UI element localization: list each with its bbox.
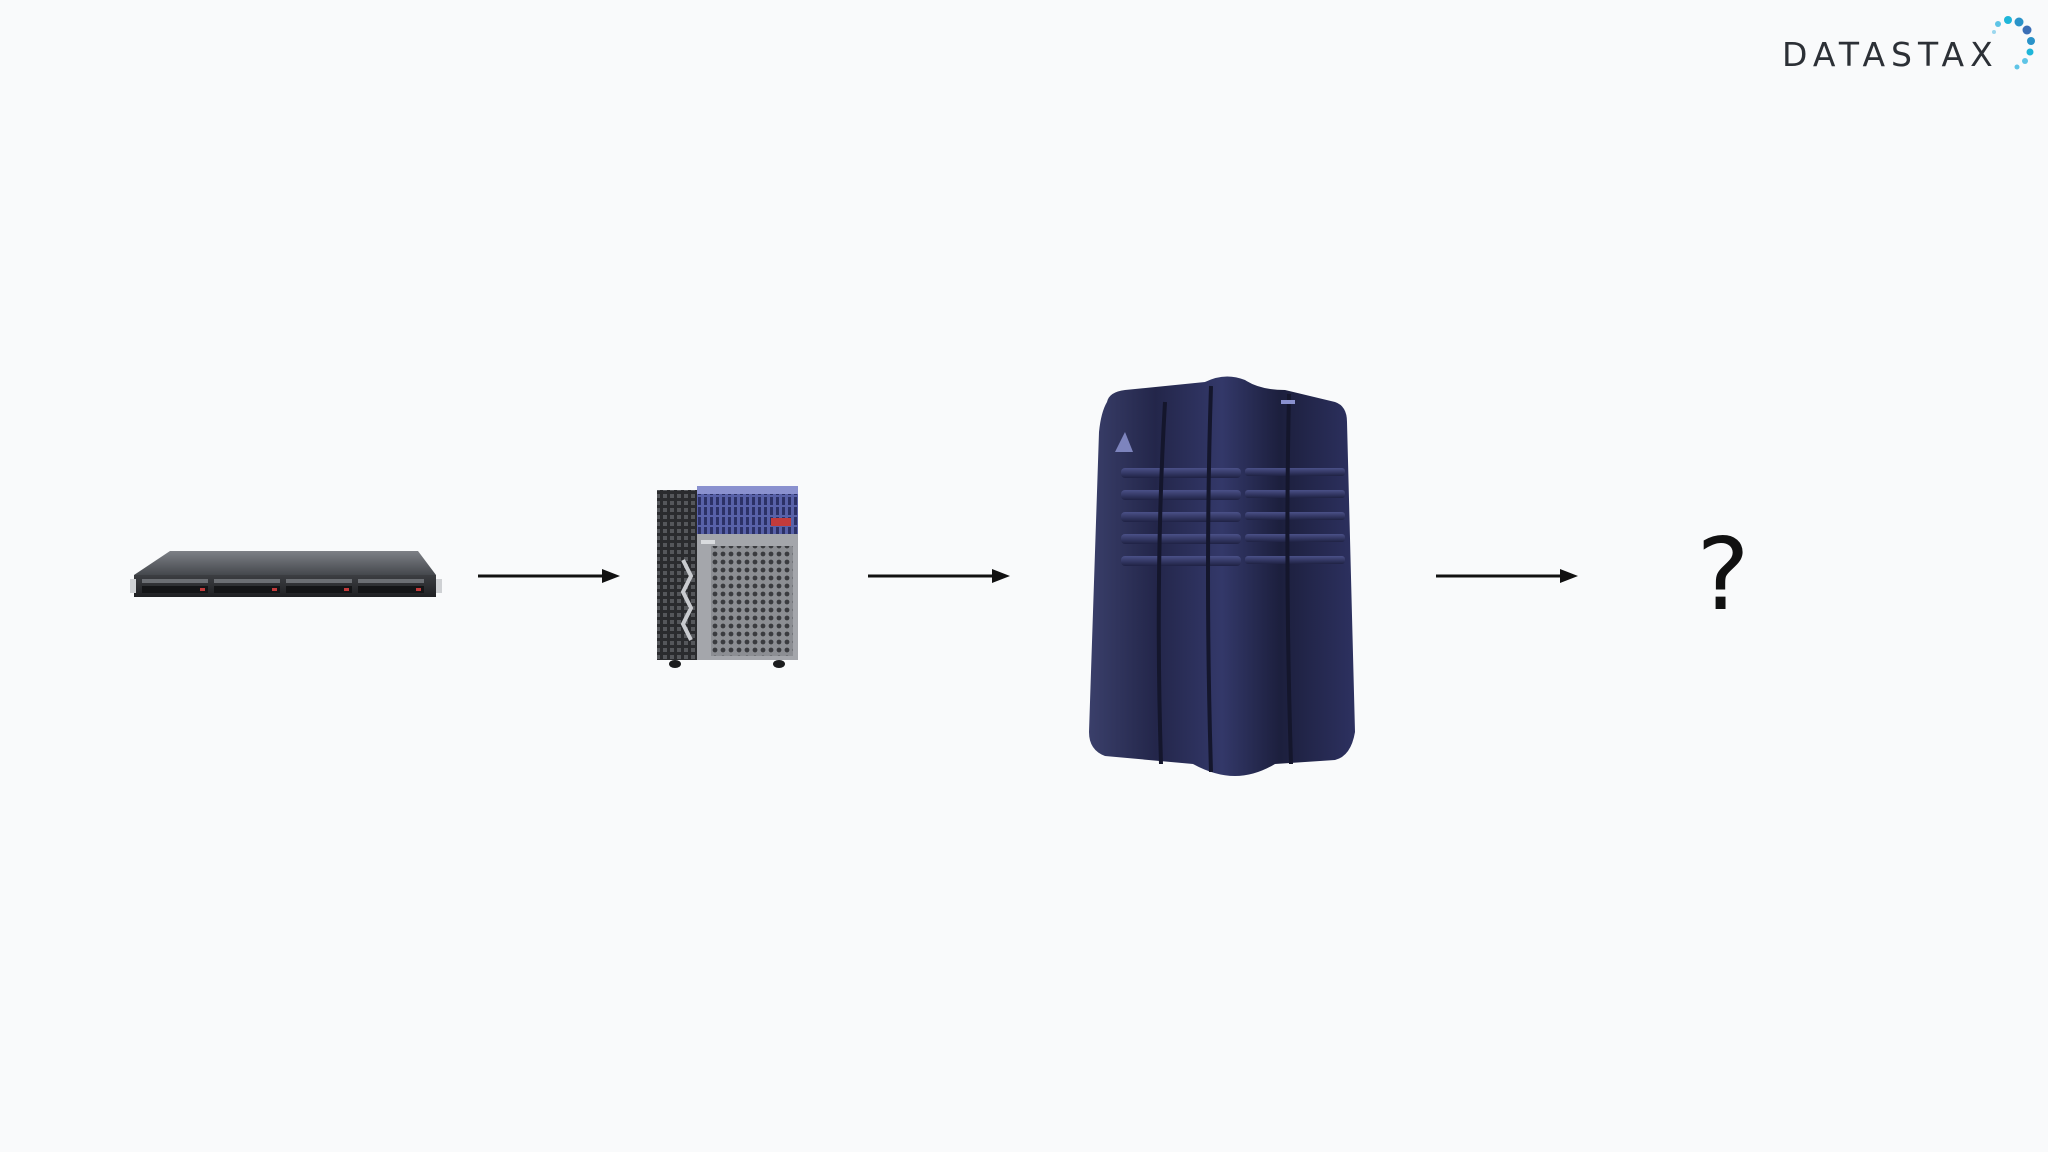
right-arrow-icon <box>868 569 1010 583</box>
tower-server-icon <box>657 486 798 668</box>
right-arrow-icon <box>1436 569 1578 583</box>
logo-text: DATASTAX <box>1782 35 1999 74</box>
mainframe-server-icon <box>1089 376 1355 776</box>
unknown-next-step-label: ? <box>1696 516 1750 633</box>
datastax-dots-logo-icon <box>1992 16 2035 70</box>
datastax-logo: DATASTAX <box>1770 14 2040 78</box>
right-arrow-icon <box>478 569 620 583</box>
rack-server-1u-icon <box>130 551 442 597</box>
